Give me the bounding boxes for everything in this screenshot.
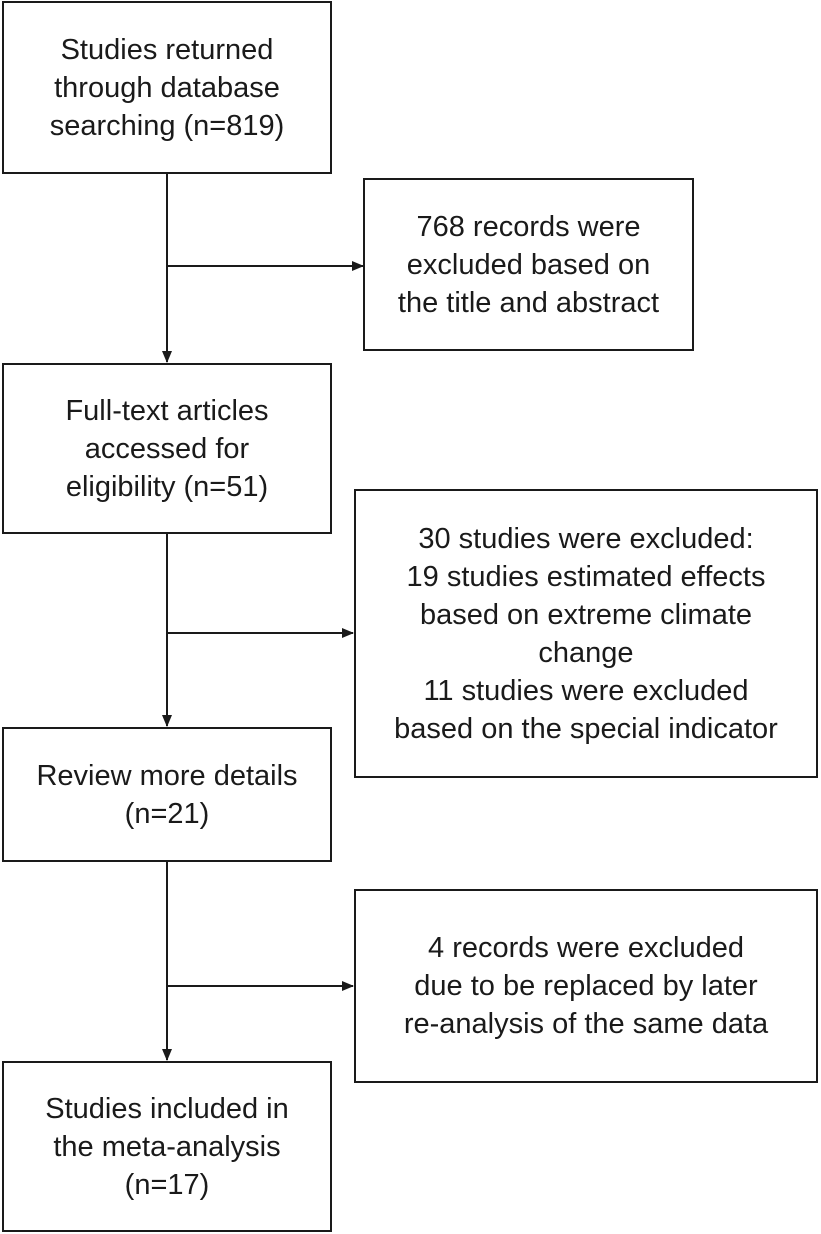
- exclusion-text-line: 4 records were excluded: [428, 932, 744, 964]
- exclusion-text-line: 30 studies were excluded:: [418, 522, 754, 555]
- stage-box-included: Studies included in the meta-analysis (n…: [2, 1061, 332, 1232]
- exclusion-box-duplicates: 4 records were excluded due to be replac…: [354, 889, 818, 1083]
- stage-text-line: Studies returned: [60, 33, 274, 66]
- stage-text-line: (n=21): [124, 797, 210, 830]
- exclusion-box-screening: 768 records were excluded based on the t…: [363, 178, 694, 351]
- stage-text-line: Studies included in: [45, 1092, 289, 1125]
- exclusion-text-line: based on extreme climate: [419, 598, 753, 631]
- stage-box-review: Review more details (n=21): [2, 727, 332, 862]
- exclusion-text-line: 19 studies estimated effects: [406, 560, 766, 593]
- stage-text-line: the meta-analysis: [53, 1130, 281, 1163]
- stage-box-identification: Studies returned through database search…: [2, 1, 332, 174]
- exclusion-text-line: based on the special indicator: [394, 712, 778, 745]
- stage-text-line: searching (n=819): [49, 109, 285, 142]
- stage-box-eligibility: Full-text articles accessed for eligibil…: [2, 363, 332, 534]
- stage-text-line: (n=17): [124, 1168, 210, 1201]
- exclusion-text-line: excluded based on: [406, 248, 651, 281]
- exclusion-box-eligibility: 30 studies were excluded: 19 studies est…: [354, 489, 818, 778]
- exclusion-text-line: change: [538, 636, 634, 669]
- stage-text-line: eligibility (n=51): [65, 470, 269, 503]
- stage-text-line: Review more details: [36, 759, 298, 792]
- exclusion-text-line: the title and abstract: [397, 286, 660, 319]
- stage-text-line: through database: [54, 71, 280, 104]
- exclusion-text-line: due to be replaced by later: [414, 970, 758, 1002]
- stage-text-line: Full-text articles: [65, 394, 269, 427]
- exclusion-text-line: 11 studies were excluded: [423, 674, 749, 707]
- stage-text-line: accessed for: [84, 432, 250, 465]
- exclusion-text-line: 768 records were: [416, 210, 641, 243]
- exclusion-text-line: re-analysis of the same data: [403, 1008, 769, 1040]
